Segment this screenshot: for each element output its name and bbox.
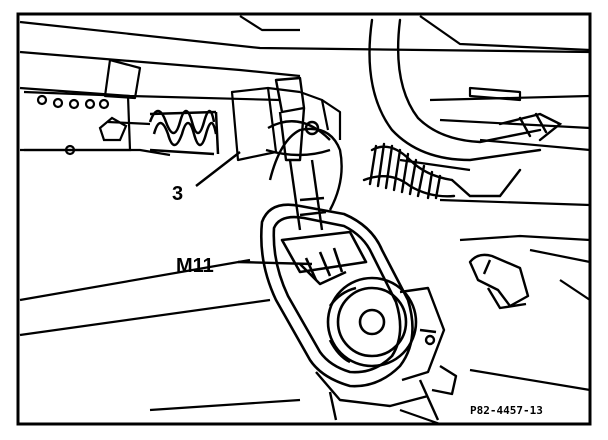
- leader-lines: [195, 151, 313, 266]
- coil-spring: [148, 109, 220, 156]
- callout-label-M11: M11: [176, 255, 214, 277]
- callout-label-3: 3: [172, 183, 183, 205]
- mounting-plate: [315, 286, 458, 421]
- body-panel-lines: [19, 15, 591, 426]
- figure-reference-code: P82-4457-13: [470, 404, 543, 417]
- motor-drum: [326, 276, 418, 368]
- side-clip: [468, 253, 530, 310]
- actuator-motor-housing: [259, 203, 414, 388]
- leader-line-3: [195, 151, 241, 187]
- linkage-rod: [265, 76, 343, 231]
- corrugated-hose: [362, 18, 563, 200]
- leader-line-M11: [237, 260, 313, 266]
- perforated-bracket: [23, 90, 151, 156]
